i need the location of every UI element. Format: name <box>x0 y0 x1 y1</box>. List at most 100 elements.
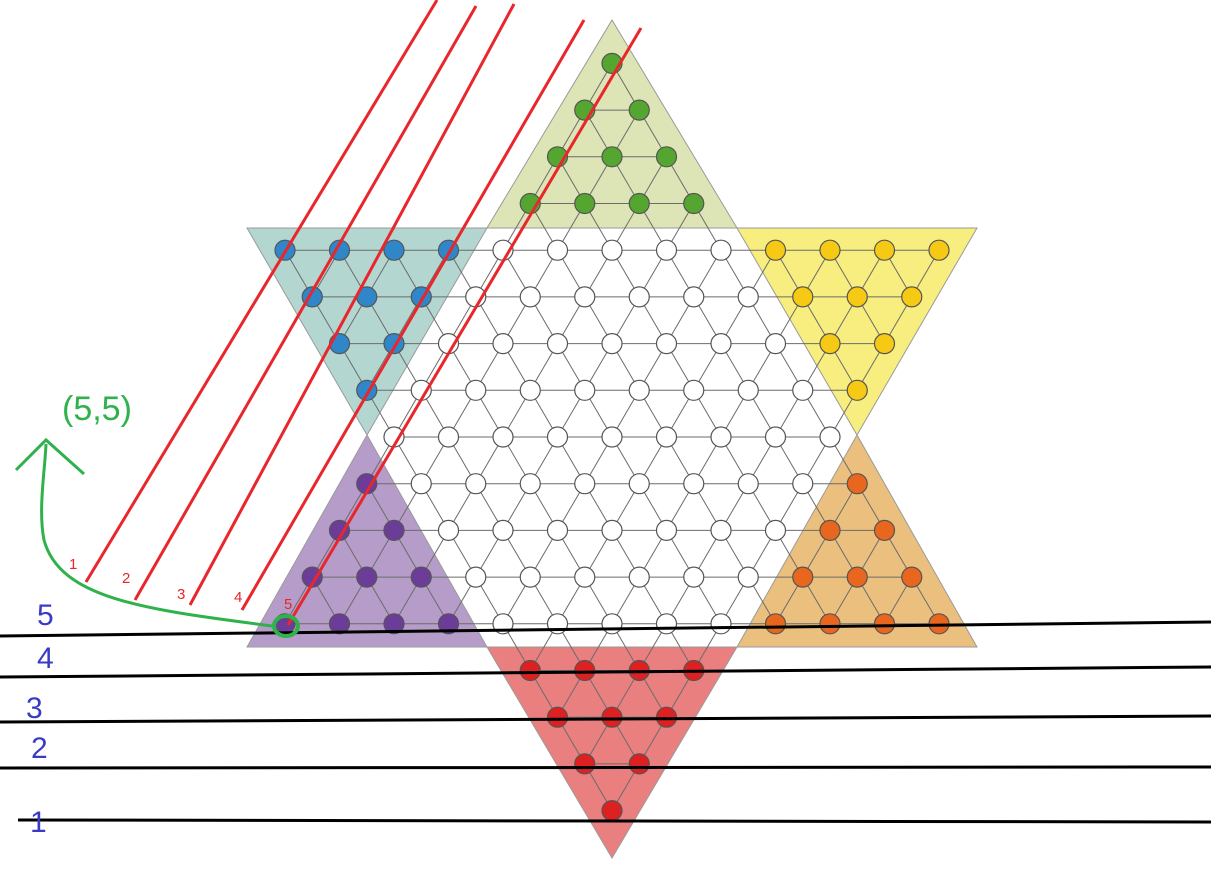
blue-triangle <box>246 227 488 436</box>
board-hole <box>846 379 868 401</box>
board-hole <box>655 613 678 635</box>
board-hole <box>437 519 460 542</box>
highlight-ring <box>272 614 300 638</box>
board-hole <box>574 286 596 308</box>
board-hole <box>601 519 623 542</box>
row-label-3: 3 <box>26 692 43 725</box>
diagonal-line-2 <box>133 5 478 601</box>
board-hole <box>873 519 896 542</box>
board-hole <box>601 706 623 728</box>
board-hole <box>819 239 841 261</box>
board-hole <box>764 613 787 635</box>
selected-hole-highlight <box>14 437 300 638</box>
board-hole <box>410 473 432 495</box>
board-hole <box>383 239 405 261</box>
board-hole <box>737 473 759 495</box>
diagonal-line-3 <box>188 3 516 606</box>
board-hole <box>628 192 650 215</box>
board-hole <box>437 613 460 635</box>
board-hole <box>301 566 323 588</box>
coordinate-label: (5,5) <box>62 390 132 428</box>
board-hole <box>683 192 705 215</box>
board-hole <box>819 333 841 355</box>
board-hole <box>601 146 623 168</box>
board-hole <box>683 566 705 588</box>
board-hole <box>901 286 923 308</box>
board-hole <box>655 333 678 355</box>
board-hole <box>410 566 432 588</box>
board-hole <box>601 799 623 822</box>
board-hole <box>574 473 596 495</box>
board-hole <box>683 473 705 495</box>
row-line-5 <box>0 620 1211 638</box>
board-hole <box>574 659 596 682</box>
board-hole <box>383 519 405 542</box>
board-hole <box>601 239 623 261</box>
board-hole <box>546 706 569 728</box>
diagonal-line-4 <box>240 19 586 611</box>
board-hole <box>492 333 514 355</box>
board-hole <box>792 473 814 495</box>
board-hole <box>465 566 487 588</box>
board-hole <box>519 286 541 308</box>
board-hole <box>465 379 487 401</box>
green-triangle <box>486 19 738 229</box>
board-hole <box>710 426 732 448</box>
board-hole <box>928 239 950 261</box>
diagonal-label-3: 3 <box>177 586 185 603</box>
board-hole <box>792 286 814 308</box>
curved-arrow <box>40 443 273 628</box>
board-hole <box>764 333 787 355</box>
board-hole <box>519 379 541 401</box>
row-label-2: 2 <box>31 732 48 765</box>
row-line-1 <box>17 818 1211 824</box>
board-hole <box>628 473 650 495</box>
board-hole <box>764 239 787 261</box>
board-hole <box>628 99 650 121</box>
board-hole <box>383 613 405 635</box>
board-hole <box>574 566 596 588</box>
board-hole <box>655 426 678 448</box>
board-hole <box>628 566 650 588</box>
board-hole <box>437 426 460 448</box>
orange-triangle <box>736 433 978 648</box>
yellow-triangle <box>736 227 978 436</box>
board-hole <box>873 613 896 635</box>
arrow-head <box>14 437 86 476</box>
board-hole <box>574 379 596 401</box>
board-hole <box>873 239 896 261</box>
board-hole <box>710 333 732 355</box>
board-hole <box>846 566 868 588</box>
board-hole <box>519 659 541 682</box>
board-hole <box>519 473 541 495</box>
board-hole <box>764 519 787 542</box>
row-label-4: 4 <box>37 642 54 675</box>
board-hole <box>601 333 623 355</box>
board-hole <box>819 613 841 635</box>
board-hole <box>519 566 541 588</box>
board-hole <box>356 566 378 588</box>
board-hole <box>792 566 814 588</box>
board-hole <box>655 239 678 261</box>
diagonal-line-1 <box>84 0 439 583</box>
board-hole <box>819 426 841 448</box>
diagonal-line-5 <box>286 27 643 626</box>
row-label-5: 5 <box>37 599 54 632</box>
row-label-1: 1 <box>30 806 47 839</box>
diagonal-label-5: 5 <box>284 596 292 613</box>
board-hole <box>710 613 732 635</box>
board-hole <box>737 566 759 588</box>
row-guide-lines <box>0 620 1211 824</box>
board-hole <box>574 192 596 215</box>
board-hole <box>873 333 896 355</box>
board-hole <box>655 146 678 168</box>
row-line-3 <box>0 714 1211 724</box>
board-hole <box>683 379 705 401</box>
board-hole <box>819 519 841 542</box>
board-hole <box>546 519 569 542</box>
board-hole <box>737 286 759 308</box>
board-hole <box>846 286 868 308</box>
diagonal-label-2: 2 <box>122 570 130 587</box>
board-hole <box>546 426 569 448</box>
